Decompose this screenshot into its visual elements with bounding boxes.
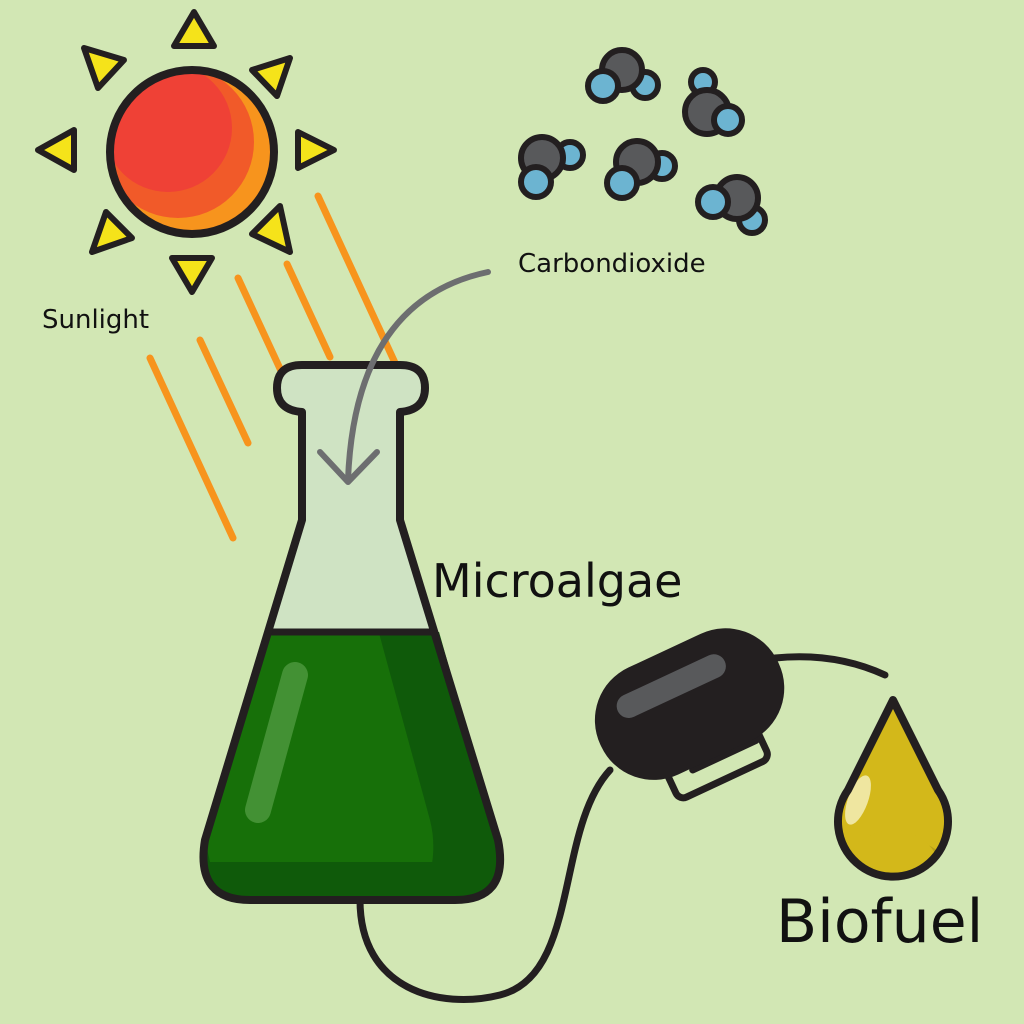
co2-molecule <box>604 138 678 201</box>
co2-molecule <box>682 67 745 137</box>
nozzle-spout <box>771 653 889 679</box>
sun-ray-triangles <box>35 9 337 295</box>
co2-molecule <box>695 174 768 236</box>
co2-molecule <box>585 47 661 104</box>
fuel-nozzle-icon <box>594 628 785 802</box>
sunlight-beams <box>146 192 406 542</box>
sunlight-label: Sunlight <box>42 305 149 335</box>
carbon-dioxide-label: Carbondioxide <box>518 249 706 279</box>
microalgae-label: Microalgae <box>432 554 682 608</box>
biofuel-label: Biofuel <box>776 887 983 957</box>
co2-arrow-icon <box>317 269 491 485</box>
flask-icon <box>199 361 505 904</box>
carbon-dioxide-molecules <box>518 47 768 236</box>
co2-molecule <box>518 134 586 200</box>
microalgae-liquid <box>203 632 501 900</box>
sun-icon <box>35 9 337 295</box>
fuel-hose <box>356 766 614 1004</box>
